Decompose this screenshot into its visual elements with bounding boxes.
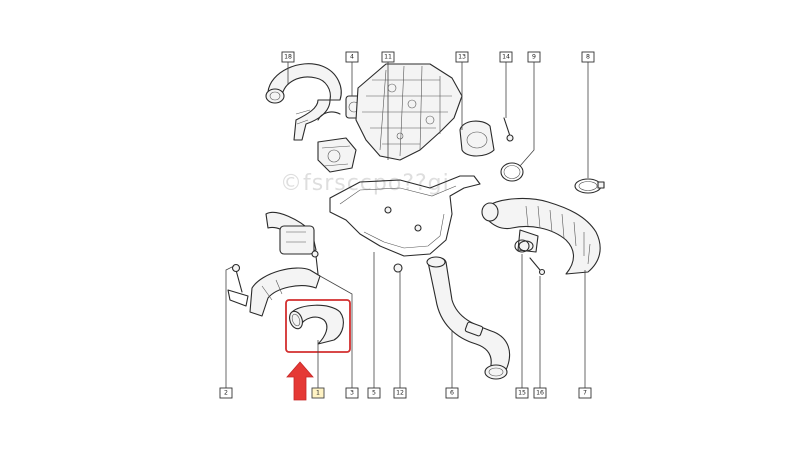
- leader-lines: [225, 62, 589, 388]
- callout-14: 14: [499, 51, 513, 63]
- svg-text:7: 7: [583, 390, 587, 397]
- part-14-bolt: [503, 117, 514, 142]
- part-5-pipe: [329, 175, 481, 273]
- svg-text:12: 12: [396, 390, 404, 397]
- lower-left-hose: [227, 212, 321, 317]
- callout-12: 12: [393, 387, 407, 399]
- callout-3: 3: [345, 387, 359, 399]
- watermark-text: ©fsrsccpo??gi: [280, 171, 450, 196]
- callout-16: 16: [533, 387, 547, 399]
- part-18-hose: [265, 63, 342, 141]
- callout-8: 8: [581, 51, 595, 63]
- svg-text:18: 18: [284, 54, 292, 61]
- svg-text:16: 16: [536, 390, 544, 397]
- callout-7: 7: [578, 387, 592, 399]
- part-16-bolt: [529, 257, 546, 276]
- callout-6: 6: [445, 387, 459, 399]
- callout-11: 11: [381, 51, 395, 63]
- part-1-hose: [289, 304, 344, 345]
- part-11-manifold: [355, 63, 463, 161]
- svg-text:2: 2: [224, 390, 228, 397]
- part-3-bolt: [311, 250, 319, 275]
- pointer-arrow: [286, 361, 314, 401]
- callout-15: 15: [515, 387, 529, 399]
- svg-text:15: 15: [518, 390, 526, 397]
- svg-text:1: 1: [316, 390, 320, 397]
- callout-1: 1: [311, 387, 325, 399]
- svg-text:13: 13: [458, 54, 466, 61]
- callout-18: 18: [281, 51, 295, 63]
- svg-text:4: 4: [350, 54, 354, 61]
- callout-2: 2: [219, 387, 233, 399]
- part-9-oring: [500, 162, 524, 182]
- svg-text:3: 3: [350, 390, 354, 397]
- svg-text:9: 9: [532, 54, 536, 61]
- part-13-sensor: [459, 120, 495, 157]
- callout-13: 13: [455, 51, 469, 63]
- egr-module: [317, 137, 357, 173]
- svg-text:5: 5: [372, 390, 376, 397]
- svg-text:6: 6: [450, 390, 454, 397]
- callout-4: 4: [345, 51, 359, 63]
- svg-text:11: 11: [384, 54, 392, 61]
- part-8-clamp: [574, 178, 605, 194]
- part-6-pipe: [426, 256, 511, 380]
- svg-text:8: 8: [586, 54, 590, 61]
- part-15-gasket: [514, 239, 530, 253]
- part-7-hose: [481, 197, 601, 275]
- svg-text:14: 14: [502, 54, 510, 61]
- callout-9: 9: [527, 51, 541, 63]
- callout-5: 5: [367, 387, 381, 399]
